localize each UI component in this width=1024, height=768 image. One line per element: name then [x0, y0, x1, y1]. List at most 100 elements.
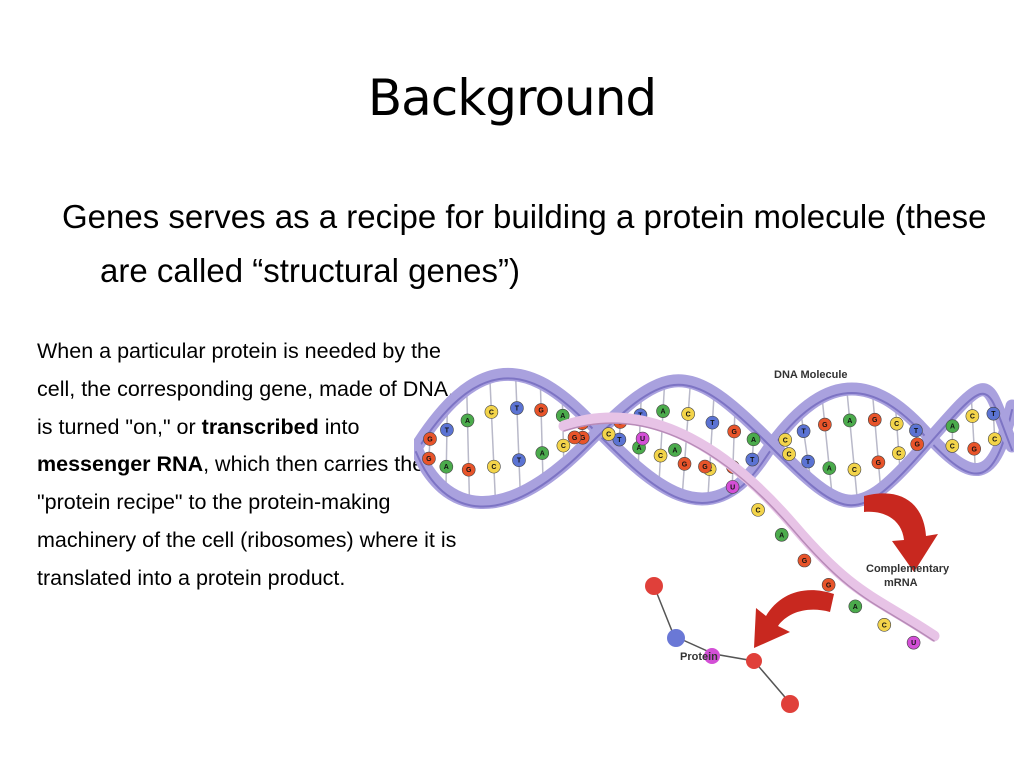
- base-pair-rung: [800, 411, 812, 481]
- dna-base-letter: G: [427, 436, 433, 443]
- mrna-base-letter: A: [853, 604, 858, 611]
- dna-base: [423, 432, 437, 446]
- curved-arrow-icon-2: [754, 590, 834, 648]
- dna-base: [889, 416, 904, 431]
- dna-base: [512, 453, 526, 468]
- dna-base-letter: C: [950, 443, 955, 450]
- dna-base-letter: A: [560, 413, 565, 420]
- base-pair-rung: [658, 382, 666, 484]
- dna-base-letter: A: [950, 424, 955, 431]
- dna-base: [847, 462, 862, 477]
- base-pair-rung: [637, 394, 643, 469]
- dna-base: [745, 452, 760, 467]
- base-pair-rung: [970, 395, 977, 470]
- base-pair-rung: [871, 392, 882, 490]
- dna-base: [987, 432, 1002, 446]
- label-protein: Protein: [680, 651, 718, 663]
- curved-arrow-icon: [864, 493, 938, 572]
- dna-backbone-strand-b: [414, 374, 1014, 509]
- paragraph-text-2: into: [318, 414, 360, 439]
- dna-base-letter: A: [636, 445, 641, 452]
- dna-base: [945, 439, 960, 453]
- dna-base: [967, 441, 981, 456]
- mrna-base: [601, 427, 616, 441]
- paragraph-text-1: When a particular protein is needed by t…: [37, 339, 455, 439]
- dna-base-letter: A: [540, 451, 545, 458]
- base-pair-rung: [894, 404, 901, 473]
- dna-base-letter: G: [876, 460, 882, 467]
- dna-base-letter: C: [489, 409, 494, 416]
- dna-base-letter: A: [661, 409, 666, 416]
- dna-base: [822, 461, 837, 475]
- dna-base-letter: T: [617, 437, 622, 444]
- dna-base-letter: T: [801, 429, 806, 436]
- dna-base-letter: C: [658, 453, 663, 460]
- dna-base-letter: T: [517, 458, 522, 465]
- base-pair-rung: [846, 389, 859, 501]
- dna-base-letter: G: [872, 417, 878, 424]
- dna-base-letter: G: [914, 442, 920, 449]
- paragraph-text-3: , which then carries the "protein recipe…: [37, 452, 457, 590]
- bullet-text: Genes serves as a recipe for building a …: [62, 198, 987, 289]
- dna-base-letter: C: [787, 452, 792, 459]
- base-pair-rung: [514, 374, 522, 494]
- mrna-base: [797, 553, 812, 568]
- dna-base-letter: T: [710, 420, 715, 427]
- dna-base-letter: C: [896, 451, 901, 458]
- mrna-base-letter: C: [756, 507, 761, 514]
- dna-base: [782, 447, 796, 461]
- dna-base-letter: G: [822, 422, 828, 429]
- dna-base-letter: G: [426, 456, 432, 463]
- mrna-base: [774, 527, 789, 542]
- base-pair-rung: [445, 406, 449, 491]
- dna-base: [677, 457, 692, 471]
- dna-base: [871, 455, 886, 470]
- label-complementary: Complementary: [866, 563, 950, 575]
- dna-base-letter: T: [750, 457, 755, 464]
- base-pair-rungs: [427, 374, 997, 502]
- dna-base: [867, 412, 882, 427]
- base-pair-rung: [465, 389, 471, 502]
- mrna-base-letter: C: [606, 432, 611, 439]
- mrna-base: [725, 480, 740, 494]
- dna-base-letter: T: [914, 428, 919, 435]
- body-paragraph: When a particular protein is needed by t…: [37, 333, 467, 598]
- dna-base: [461, 462, 476, 477]
- mrna-base-letter: G: [572, 435, 578, 442]
- dna-base-letter: C: [894, 421, 899, 428]
- dna-base: [534, 403, 548, 417]
- dna-base: [986, 406, 1001, 421]
- dna-base-letter: C: [992, 437, 997, 444]
- label-dna-molecule: DNA Molecule: [774, 369, 848, 381]
- dna-transcription-figure: GGTAAGCCTTGAACGGTGATCAGCCTGGTACCTTGAACGG…: [414, 367, 1014, 713]
- dna-base-letter: G: [466, 467, 472, 474]
- dna-base-letter: G: [580, 435, 586, 442]
- dna-base: [842, 413, 857, 428]
- mrna-base: [848, 599, 863, 614]
- base-pair-rung: [821, 396, 833, 496]
- mrna-base-letter: G: [826, 582, 832, 589]
- dna-base: [892, 446, 906, 460]
- dna-base: [460, 413, 475, 428]
- dna-base: [818, 417, 832, 432]
- dna-base: [510, 401, 524, 415]
- dna-base-letter: T: [515, 406, 520, 413]
- mrna-base: [877, 618, 892, 632]
- mrna-base-letter: A: [672, 447, 677, 454]
- mrna-base: [668, 443, 682, 457]
- dna-base: [705, 415, 720, 430]
- dna-base: [778, 432, 793, 447]
- dna-base-letter: G: [682, 461, 688, 468]
- mrna-base: [751, 503, 765, 517]
- dna-base: [801, 454, 815, 469]
- dna-base-letter: T: [991, 411, 996, 418]
- dna-base: [746, 432, 761, 447]
- dna-base: [535, 446, 550, 460]
- dna-backbone-strand-b-shade: [415, 384, 1013, 508]
- mrna-backbone: [558, 412, 940, 642]
- paragraph-bold-mrna: messenger RNA: [37, 452, 204, 477]
- dna-base-letter: A: [465, 418, 470, 425]
- dna-base: [910, 437, 924, 451]
